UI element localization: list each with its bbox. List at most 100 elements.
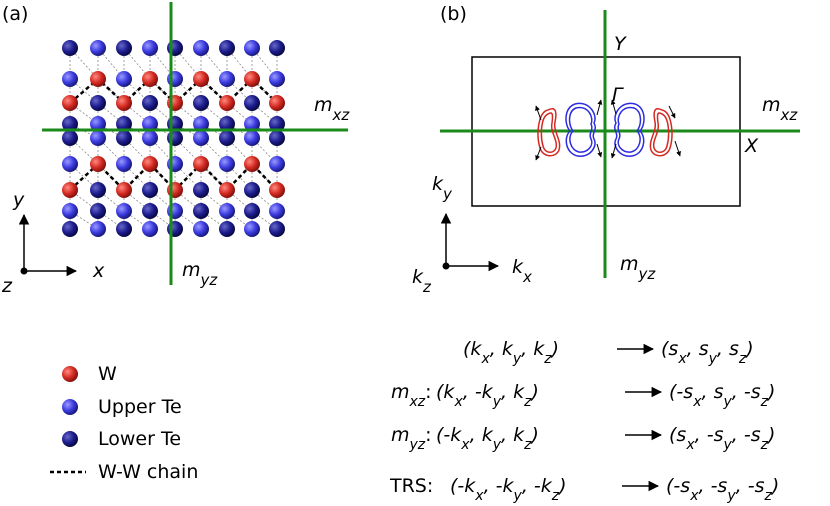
fermi-pockets — [537, 102, 673, 157]
symmetry-row-lhs: (kx, ky, kz) — [463, 338, 559, 367]
k-axis-label-y: ky — [432, 173, 453, 203]
symmetry-table: (kx, ky, kz) (sx, sy, sz) mxz:(kx, -ky, kz… — [389, 338, 779, 504]
atom-w — [90, 71, 106, 87]
axis-label-x: x — [92, 260, 105, 282]
legend-label-w: W — [98, 363, 117, 385]
atom-upper-te — [62, 203, 78, 219]
atom-upper-te — [142, 221, 158, 237]
atom-w — [219, 182, 235, 198]
k-axis-label-z: kz — [412, 266, 432, 296]
atom-lower-te — [244, 203, 260, 219]
atom-upper-te — [219, 71, 235, 87]
point-gamma-label: Γ — [612, 84, 624, 106]
atom-lower-te — [244, 182, 260, 198]
atom-lower-te — [116, 116, 132, 132]
axis-label-y: y — [12, 189, 25, 211]
atom-lower-te — [167, 221, 183, 237]
atom-upper-te — [269, 203, 285, 219]
red-pocket-right-outer — [649, 108, 673, 157]
atom-w — [62, 95, 78, 111]
atom-upper-te — [244, 130, 260, 146]
panel-b-label: (b) — [440, 3, 467, 25]
symmetry-row-lhs: (-kx, ky, kz) — [436, 424, 539, 453]
atom-upper-te — [116, 203, 132, 219]
atom-lower-te — [244, 95, 260, 111]
lattice-bond — [69, 47, 99, 80]
atom-w — [142, 156, 158, 172]
atom-upper-te — [90, 221, 106, 237]
spin-arrow — [596, 99, 603, 116]
atom-upper-te — [62, 156, 78, 172]
atom-upper-te — [219, 203, 235, 219]
spin-arrow — [610, 143, 617, 159]
atom-upper-te — [219, 156, 235, 172]
panel-a-label: (a) — [2, 3, 28, 25]
atom-lower-te — [193, 95, 209, 111]
spin-arrow — [535, 105, 542, 121]
atom-lower-te — [90, 203, 106, 219]
atom-upper-te — [62, 71, 78, 87]
atom-lower-te — [219, 221, 235, 237]
atom-lower-te — [269, 40, 285, 56]
legend-swatch-upper-te — [62, 399, 78, 415]
symmetry-row-rhs: (sx, sy, sz) — [661, 338, 754, 367]
point-X-label: X — [744, 135, 759, 157]
atom-w — [193, 71, 209, 87]
symmetry-row-lhs: (-kx, -ky, -kz) — [450, 475, 567, 504]
spin-arrows — [535, 99, 681, 161]
spin-arrow — [610, 99, 617, 115]
atom-w — [244, 71, 260, 87]
atom-lower-te — [219, 40, 235, 56]
symmetry-row-lhs: (kx, -ky, kz) — [436, 381, 539, 410]
atom-upper-te — [116, 71, 132, 87]
atom-w — [142, 71, 158, 87]
blue-pocket-left-inner — [568, 106, 593, 153]
symmetry-row-prefix: myz: — [391, 424, 432, 453]
atom-w — [116, 182, 132, 198]
atom-lower-te — [193, 182, 209, 198]
atom-upper-te — [193, 116, 209, 132]
symmetry-row-rhs: (sx, -sy, -sz) — [669, 424, 775, 453]
atom-lower-te — [269, 130, 285, 146]
atom-upper-te — [269, 156, 285, 172]
blue-pocket-right-outer — [613, 102, 645, 157]
mirror-yz-label-a: myz — [182, 259, 218, 289]
symmetry-row-prefix: TRS: — [389, 475, 433, 497]
atom-w — [167, 95, 183, 111]
atom-upper-te — [167, 203, 183, 219]
atom-lower-te — [116, 130, 132, 146]
atom-lower-te — [62, 130, 78, 146]
blue-pocket-left-outer — [565, 102, 597, 157]
atom-lower-te — [219, 130, 235, 146]
atom-w — [244, 156, 260, 172]
atom-upper-te — [90, 40, 106, 56]
atom-upper-te — [116, 156, 132, 172]
mirror-yz-label-b: myz — [620, 253, 656, 283]
symmetry-row-prefix: mxz: — [391, 381, 432, 410]
atom-upper-te — [142, 40, 158, 56]
mirror-xz-label-a: mxz — [314, 94, 350, 124]
atom-lower-te — [142, 203, 158, 219]
atom-lower-te — [90, 182, 106, 198]
atom-w — [62, 182, 78, 198]
atom-upper-te — [193, 40, 209, 56]
atom-lower-te — [269, 116, 285, 132]
atom-w — [167, 182, 183, 198]
atom-upper-te — [244, 40, 260, 56]
atom-lower-te — [62, 116, 78, 132]
spin-arrow — [596, 143, 603, 158]
atom-lower-te — [219, 116, 235, 132]
atom-upper-te — [167, 71, 183, 87]
atom-lower-te — [116, 221, 132, 237]
k-axis-z-dot — [442, 262, 450, 270]
atom-lower-te — [142, 95, 158, 111]
atom-lower-te — [116, 40, 132, 56]
legend-label-upper-te: Upper Te — [98, 396, 182, 418]
spin-arrow — [674, 140, 681, 157]
axis-z-dot — [20, 267, 28, 275]
atom-lower-te — [62, 40, 78, 56]
spin-arrow — [535, 146, 542, 161]
atom-lower-te — [90, 95, 106, 111]
atom-upper-te — [142, 130, 158, 146]
atom-upper-te — [90, 130, 106, 146]
